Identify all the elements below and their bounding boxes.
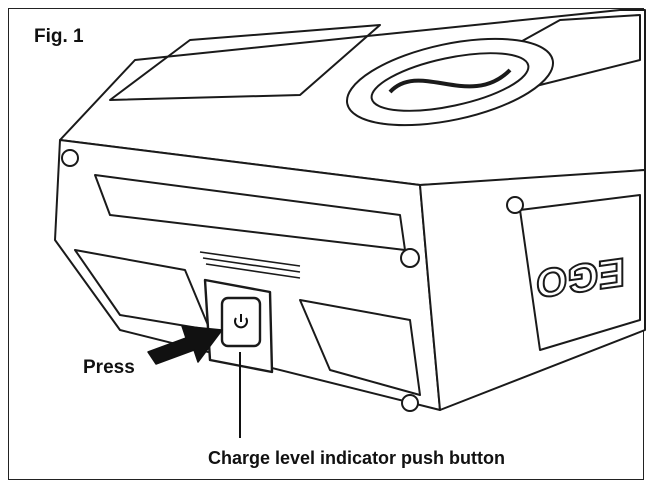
press-label: Press (83, 357, 135, 378)
figure-number: Fig. 1 (34, 26, 84, 47)
top-logo-inner (370, 52, 530, 112)
top-logo-oval (345, 37, 555, 127)
battery-side-face (419, 169, 646, 411)
power-icon (234, 314, 248, 329)
side-panel (519, 194, 641, 351)
front-grip-ridges (199, 251, 301, 279)
corner-hole-bottom (401, 394, 419, 412)
corner-hole-side (506, 196, 524, 214)
press-arrow (147, 325, 223, 365)
corner-hole-left (61, 149, 79, 167)
charge-indicator-callout: Charge level indicator push button (208, 448, 506, 468)
top-ridge-left (109, 24, 381, 101)
front-panel-lower-right (299, 299, 421, 396)
top-logo-swoosh (388, 68, 512, 94)
corner-hole-front (400, 248, 420, 268)
